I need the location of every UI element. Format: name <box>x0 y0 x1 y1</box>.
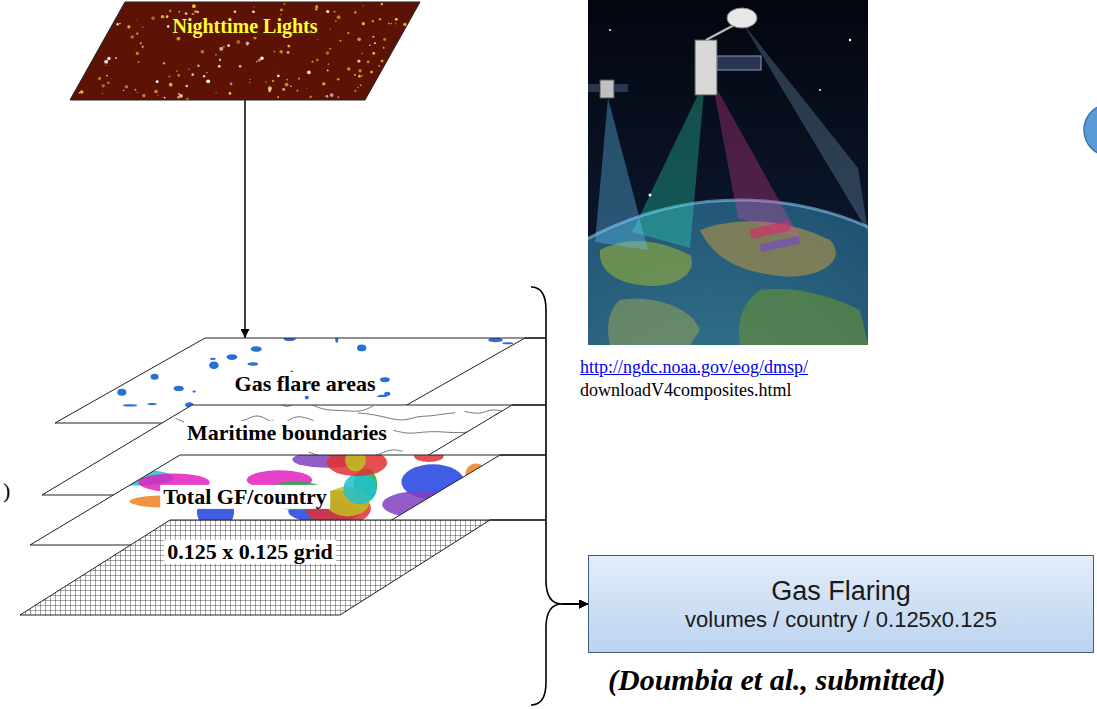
flow-arrow <box>500 455 588 604</box>
flow-arrow <box>525 338 588 604</box>
layer-label: 0.125 x 0.125 grid <box>164 540 336 564</box>
layer-shape <box>20 520 490 615</box>
layer-label: Nighttime Lights <box>170 15 321 37</box>
flow-arrow <box>512 405 588 604</box>
box-title: Gas Flaring <box>771 575 911 607</box>
flow-arrow <box>490 520 588 604</box>
grid-layer: 0.125 x 0.125 grid <box>20 520 490 615</box>
satellite-main <box>695 8 761 95</box>
layer-label: Maritime boundaries <box>184 421 390 445</box>
result-box: Gas Flaringvolumes / country / 0.125x0.1… <box>588 555 1094 653</box>
source-url: http://ngdc.noaa.gov/eog/dmsp/ <box>580 357 808 378</box>
layer-label: Gas flare areas <box>232 372 379 396</box>
box-subtitle: volumes / country / 0.125x0.125 <box>685 607 997 633</box>
citation: (Doumbia et al., submitted) <box>608 663 946 697</box>
nighttime-lights-layer: Nighttime Lights <box>70 2 420 100</box>
edge-circle-fragment <box>1084 104 1097 156</box>
merge-brace <box>531 287 562 705</box>
flow-arrow <box>244 100 246 338</box>
cut-bracket: ) <box>3 478 10 504</box>
satellite-photo <box>588 0 868 345</box>
satellite-small <box>588 80 628 98</box>
source-url-cont: downloadV4composites.html <box>580 380 791 401</box>
layer-label: Total GF/country <box>160 485 330 509</box>
